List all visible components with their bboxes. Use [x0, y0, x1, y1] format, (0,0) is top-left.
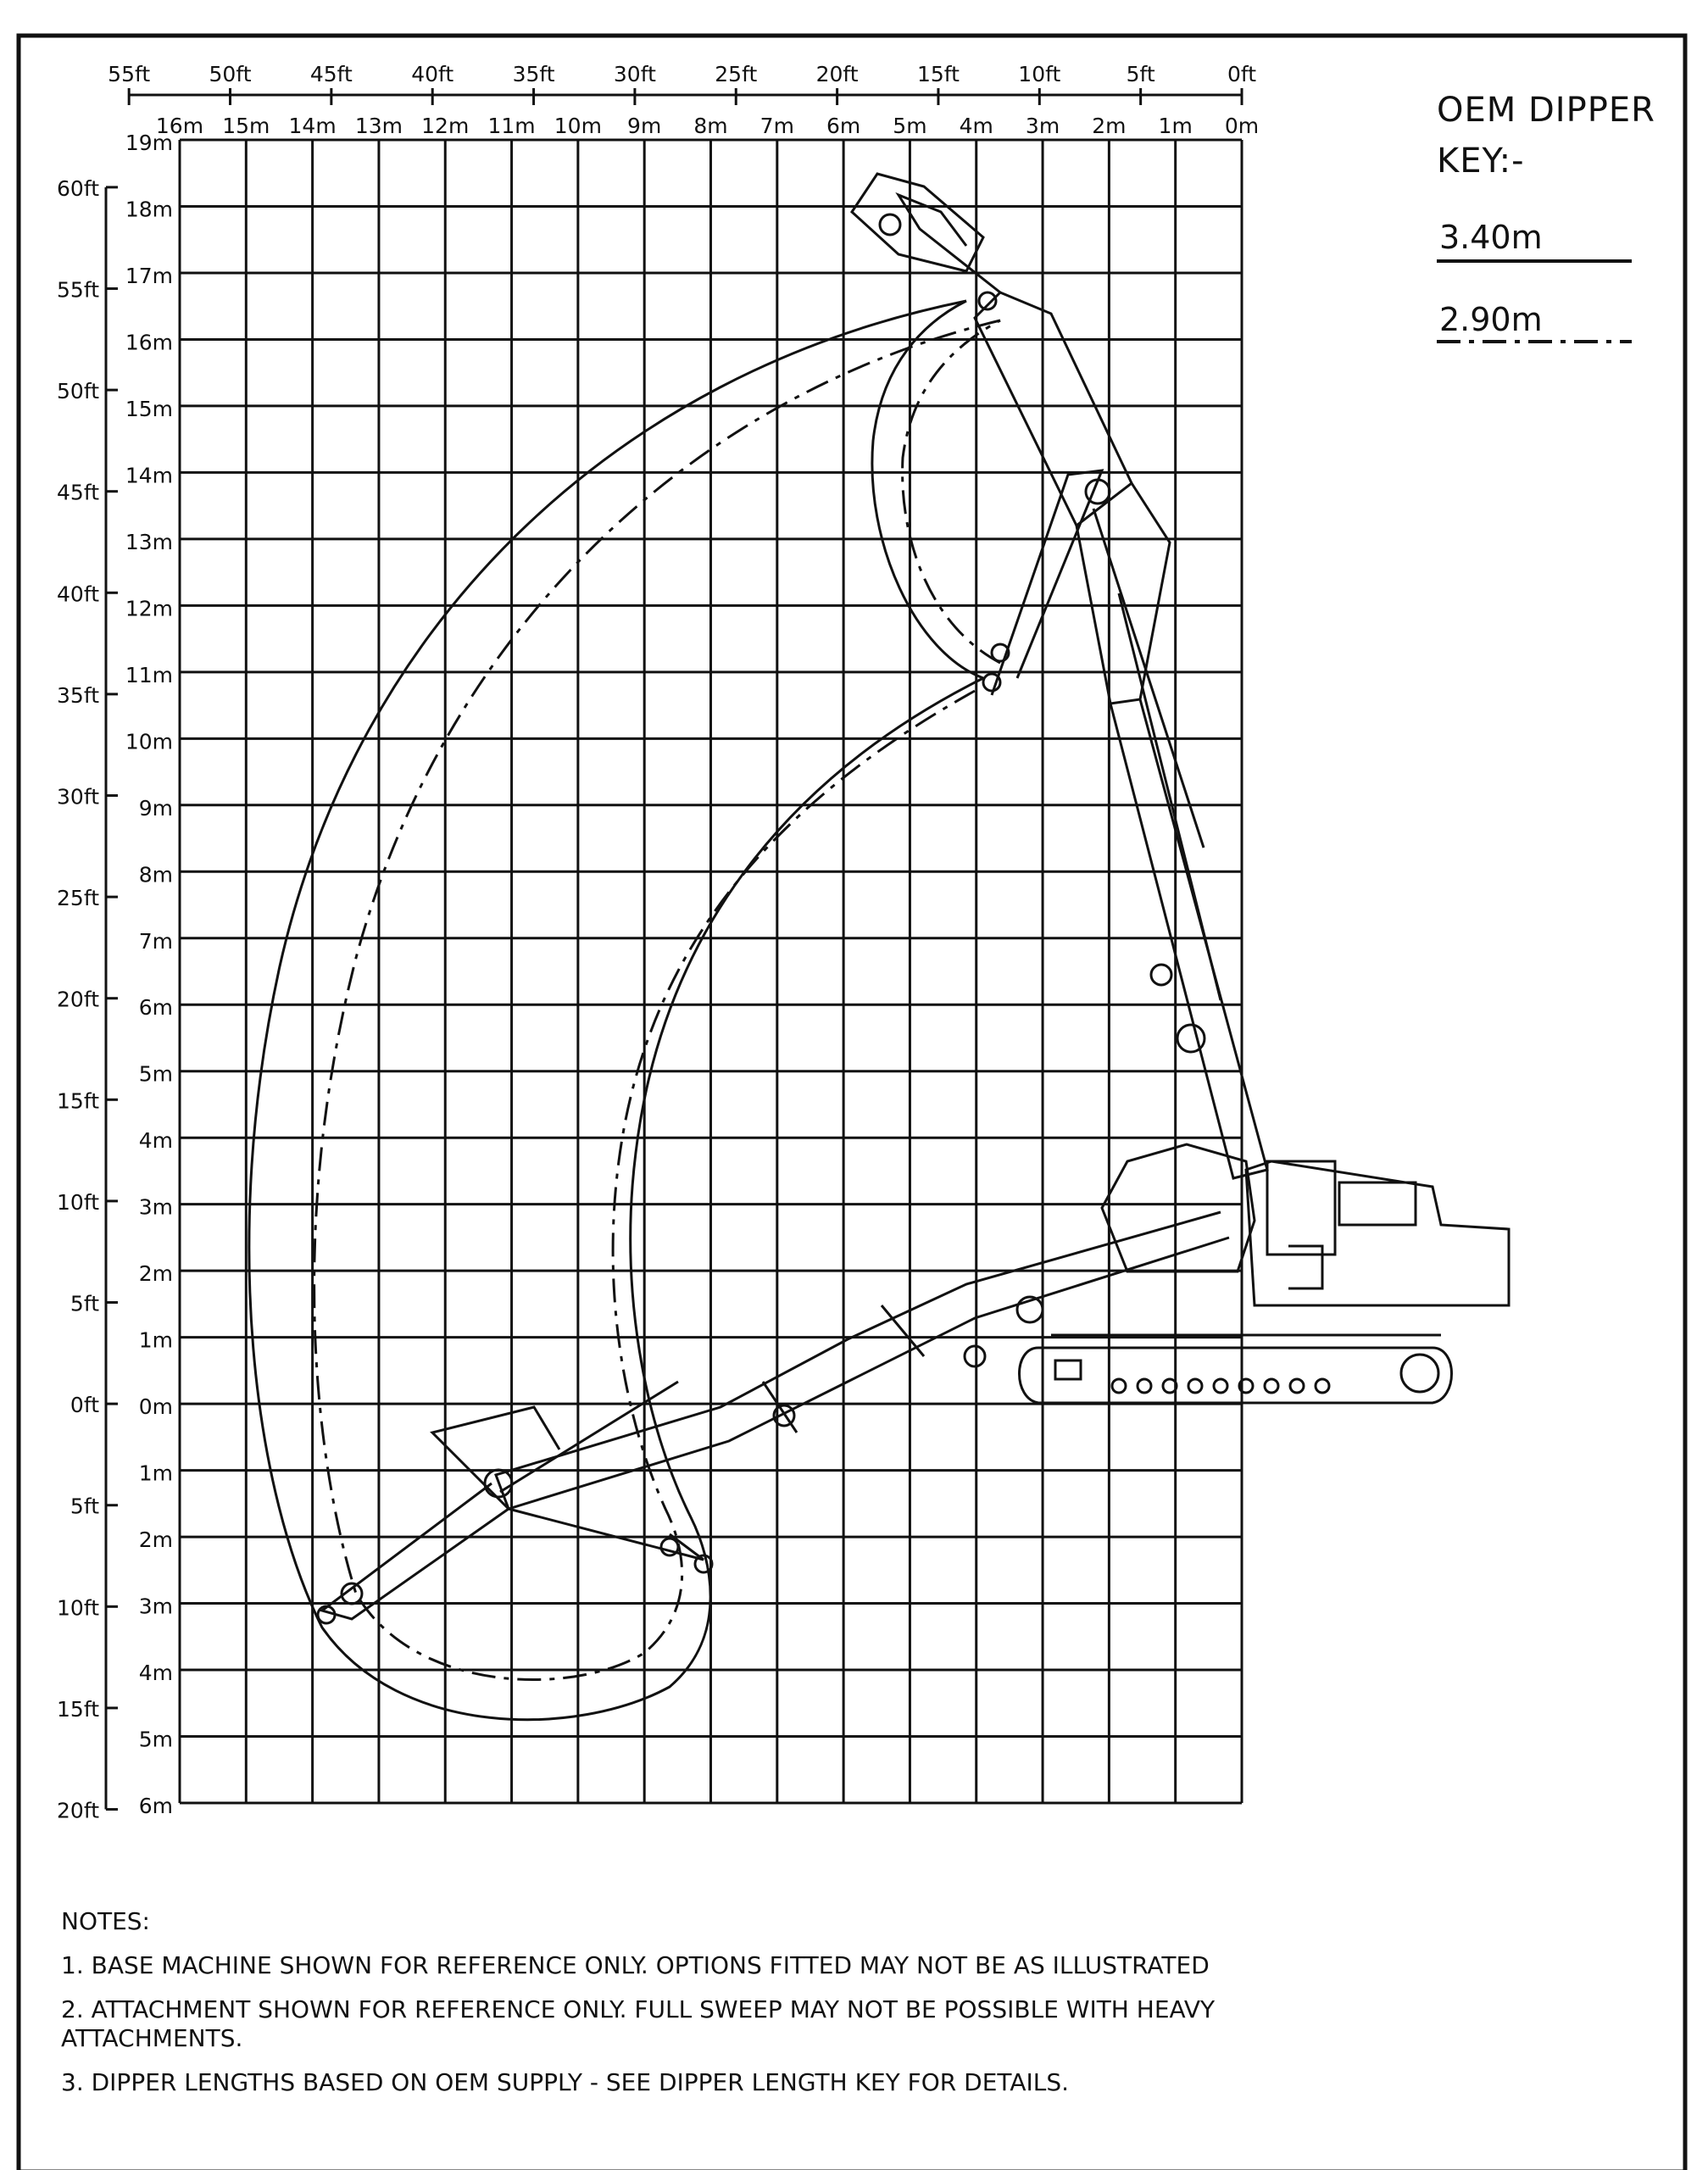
meter-left-label: 16m — [125, 330, 173, 354]
feet-left-label: 5ft — [70, 1494, 99, 1519]
feet-top-label: 25ft — [715, 62, 757, 86]
meter-left-label: 0m — [139, 1394, 173, 1419]
feet-top-label: 10ft — [1018, 62, 1060, 86]
feet-top-label: 5ft — [1127, 62, 1155, 86]
meter-left-label: 13m — [125, 530, 173, 554]
feet-top-label: 0ft — [1227, 62, 1256, 86]
meter-scale-top: 16m 15m 14m 13m 12m 11m 10m 9m 8m 7m 6m 5m 4m 3m 2m 1m 0… — [156, 114, 1259, 138]
meter-top-label: 0m — [1225, 114, 1259, 138]
feet-left-label: 10ft — [57, 1190, 99, 1215]
feet-top-label: 40ft — [411, 62, 453, 86]
meter-left-label: 3m — [139, 1195, 173, 1220]
notes-block: NOTES: 1. BASE MACHINE SHOWN FOR REFEREN… — [61, 1907, 1290, 2112]
feet-top-label: 15ft — [917, 62, 960, 86]
dipper-key-title-line1: OEM DIPPER — [1437, 91, 1655, 130]
feet-left-label: 45ft — [57, 481, 99, 505]
feet-left-label: 15ft — [57, 1697, 99, 1722]
key-item-3-40m: 3.40m — [1439, 219, 1543, 256]
sheet-border — [16, 33, 1688, 2170]
excavator-raised-boom — [850, 172, 1269, 1180]
note-2: 2. ATTACHMENT SHOWN FOR REFERENCE ONLY. … — [61, 1995, 1216, 2052]
meter-left-label: 12m — [125, 596, 173, 620]
feet-top-label: 30ft — [614, 62, 656, 86]
meter-top-label: 6m — [826, 114, 860, 138]
range-grid — [178, 138, 1243, 1805]
feet-scale-left: 60ft 55ft 50ft 45ft 40ft 35ft 30ft 25ft 20ft 15ft… — [57, 176, 118, 1823]
notes-heading: NOTES: — [61, 1907, 150, 1935]
key-item-2-90m: 2.90m — [1439, 301, 1543, 338]
meter-top-label: 16m — [156, 114, 203, 138]
meter-left-label: 5m — [139, 1728, 173, 1752]
meter-left-label: 6m — [139, 995, 173, 1020]
feet-left-label: 20ft — [57, 1799, 99, 1823]
note-1: 1. BASE MACHINE SHOWN FOR REFERENCE ONLY… — [61, 1951, 1210, 1979]
meter-left-label: 15m — [125, 397, 173, 421]
meter-left-label: 18m — [125, 197, 173, 221]
meter-left-label: 5m — [139, 1062, 173, 1087]
meter-top-label: 2m — [1092, 114, 1126, 138]
feet-left-label: 5ft — [70, 1292, 99, 1316]
meter-left-label: 11m — [125, 663, 173, 687]
meter-top-label: 15m — [222, 114, 270, 138]
meter-top-label: 11m — [487, 114, 535, 138]
meter-top-label: 4m — [960, 114, 993, 138]
feet-top-label: 50ft — [209, 62, 252, 86]
meter-left-label: 3m — [139, 1594, 173, 1619]
dipper-key-title-line2: KEY:- — [1437, 142, 1525, 181]
meter-left-label: 2m — [139, 1261, 173, 1286]
reach-envelope-2-90m — [313, 319, 1001, 1682]
meter-left-label: 1m — [139, 1461, 173, 1486]
meter-top-label: 7m — [760, 114, 794, 138]
meter-top-label: 9m — [627, 114, 661, 138]
meter-left-label: 14m — [125, 463, 173, 487]
meter-left-label: 1m — [139, 1328, 173, 1353]
excavator-extended-boom — [316, 1210, 1230, 1625]
meter-top-label: 5m — [893, 114, 926, 138]
feet-left-label: 0ft — [70, 1393, 99, 1417]
feet-left-label: 60ft — [57, 176, 99, 201]
meter-scale-left: 19m 18m 17m 16m 15m 14m 13m 12m 11m 10m 9m 8m 7m 6m 5m… — [125, 131, 173, 1818]
meter-left-label: 2m — [139, 1527, 173, 1552]
feet-left-label: 35ft — [57, 683, 99, 708]
meter-left-label: 19m — [125, 131, 173, 155]
feet-top-label: 35ft — [513, 62, 555, 86]
meter-top-label: 10m — [554, 114, 602, 138]
note-3: 3. DIPPER LENGTHS BASED ON OEM SUPPLY - … — [61, 2068, 1070, 2096]
dipper-key-title: OEM DIPPER KEY:- — [1437, 85, 1655, 186]
meter-left-label: 9m — [139, 796, 173, 821]
meter-top-label: 1m — [1159, 114, 1193, 138]
meter-top-label: 8m — [693, 114, 727, 138]
reach-envelope-3-40m — [248, 299, 984, 1722]
feet-top-label: 45ft — [310, 62, 353, 86]
meter-left-label: 10m — [125, 729, 173, 754]
key-line-samples — [1437, 259, 1632, 343]
meter-left-label: 6m — [139, 1794, 173, 1818]
feet-left-label: 55ft — [57, 277, 99, 302]
feet-left-label: 50ft — [57, 379, 99, 403]
feet-top-label: 20ft — [816, 62, 859, 86]
meter-left-label: 4m — [139, 1661, 173, 1685]
meter-left-label: 8m — [139, 862, 173, 887]
meter-top-label: 13m — [355, 114, 403, 138]
meter-top-label: 14m — [289, 114, 337, 138]
meter-left-label: 17m — [125, 264, 173, 288]
feet-left-label: 25ft — [57, 886, 99, 910]
feet-left-label: 10ft — [57, 1595, 99, 1620]
base-machine — [1018, 1143, 1510, 1405]
feet-top-label: 55ft — [108, 62, 150, 86]
feet-scale-top: 55ft 50ft 45ft 40ft 35ft 30ft 25ft 20ft 15ft 10ft… — [108, 62, 1256, 105]
meter-left-label: 4m — [139, 1128, 173, 1153]
feet-left-label: 15ft — [57, 1088, 99, 1113]
meter-top-label: 12m — [421, 114, 469, 138]
feet-left-label: 30ft — [57, 784, 99, 809]
feet-left-label: 20ft — [57, 988, 99, 1012]
feet-left-label: 40ft — [57, 581, 99, 606]
meter-left-label: 7m — [139, 929, 173, 954]
meter-top-label: 3m — [1026, 114, 1060, 138]
